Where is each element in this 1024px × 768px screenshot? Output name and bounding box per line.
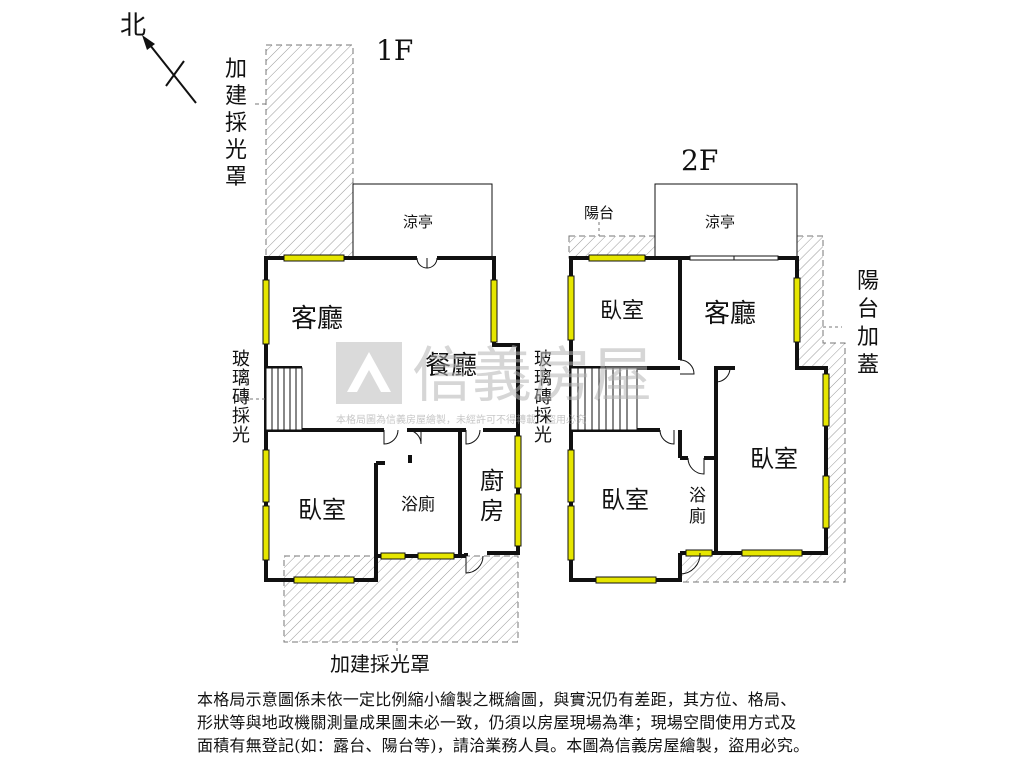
kitchen-door-icon: [465, 429, 481, 445]
bathroom-2f-label: 浴廁: [689, 486, 706, 527]
kitchen-label: 廚房: [480, 467, 504, 525]
floor-2-stairs: [570, 367, 638, 431]
floor-2-windows: [567, 254, 830, 584]
disclaimer-line-2: 形狀等與地政機關測量成果圖未必一致，仍須以房屋現場為準；現場空間使用方式及: [197, 713, 797, 732]
disclaimer-line-3: 面積有無登記(如：露台、陽台等)，請洽業務人員。本圖為信義房屋繪製，盜用必究。: [197, 736, 810, 755]
balcony-top-area: [568, 235, 656, 259]
back-door-icon: [465, 555, 484, 574]
bath-door-icon: [406, 429, 422, 445]
pavilion-2f-label: 涼亭: [705, 213, 735, 231]
floor-1: 1F 加建採光罩 加建採光罩 涼亭: [225, 34, 552, 676]
watermark: 信義房屋 本格局圖為信義房屋繪製，未經許可不得轉載，盜用必究: [336, 341, 652, 426]
skylight-side-label: 加建採光罩: [225, 57, 247, 190]
balcony-door-icon: [679, 552, 701, 575]
balcony-label: 陽台: [584, 204, 614, 222]
watermark-brand: 信義房屋: [412, 341, 652, 411]
floor-1-title: 1F: [376, 34, 413, 67]
bedroom-bottom-left-label: 臥室: [601, 486, 649, 514]
watermark-logo-icon: [336, 342, 402, 404]
glass-brick-left-label: 玻璃磚採光: [232, 349, 250, 446]
balcony-cover-area: [679, 235, 846, 583]
watermark-notice: 本格局圖為信義房屋繪製，未經許可不得轉載，盜用必究: [336, 413, 586, 426]
compass: 北: [120, 11, 197, 104]
floor-2-sliding-door: [689, 255, 779, 261]
disclaimer-line-1: 本格局示意圖係未依一定比例縮小繪製之概繪圖，與實況仍有差距，其方位、格局、: [197, 690, 797, 709]
glass-brick-right-label: 玻璃磚採光: [534, 349, 552, 446]
floor-2: 2F 陽台 陽台加蓋 涼亭: [567, 144, 879, 584]
pavilion-label: 涼亭: [403, 213, 433, 231]
skylight-side-area: [265, 44, 354, 259]
bath-2f-door-icon: [687, 457, 705, 475]
bedroom-tl-door-icon: [679, 359, 695, 375]
bedroom-top-left-label: 臥室: [600, 299, 644, 324]
living-room-label: 客廳: [291, 304, 343, 334]
bedroom-bl-door-icon: [659, 429, 675, 445]
disclaimer: 本格局示意圖係未依一定比例縮小繪製之概繪圖，與實況仍有差距，其方位、格局、 形狀…: [197, 688, 917, 757]
bathroom-label: 浴廁: [401, 494, 435, 515]
skylight-bottom-area: [283, 555, 519, 643]
floor-1-doors: [383, 257, 484, 574]
floor-2-doors: [659, 359, 731, 575]
dining-room-label: 餐廳: [425, 351, 477, 381]
skylight-bottom-label: 加建採光罩: [330, 652, 430, 676]
bedroom-right-label: 臥室: [750, 445, 798, 473]
bedroom-door-icon: [383, 429, 399, 445]
bedroom-right-door-icon: [715, 367, 731, 383]
compass-cross-icon: [165, 60, 185, 87]
pavilion-2f-outline: [654, 183, 798, 258]
balcony-cover-label: 陽台加蓋: [857, 269, 879, 378]
bedroom-label: 臥室: [298, 496, 346, 524]
north-arrow-icon: [145, 39, 197, 104]
watermark-roof-icon: [347, 352, 391, 392]
entry-door-icon: [416, 257, 428, 269]
floor-2-title: 2F: [681, 144, 718, 177]
floor-1-stairs: [265, 367, 303, 431]
compass-label: 北: [120, 11, 146, 41]
north-arrow-head-icon: [142, 35, 155, 50]
pavilion-outline: [352, 183, 493, 258]
living-room-2f-label: 客廳: [704, 299, 756, 329]
floor-1-windows: [262, 254, 522, 584]
